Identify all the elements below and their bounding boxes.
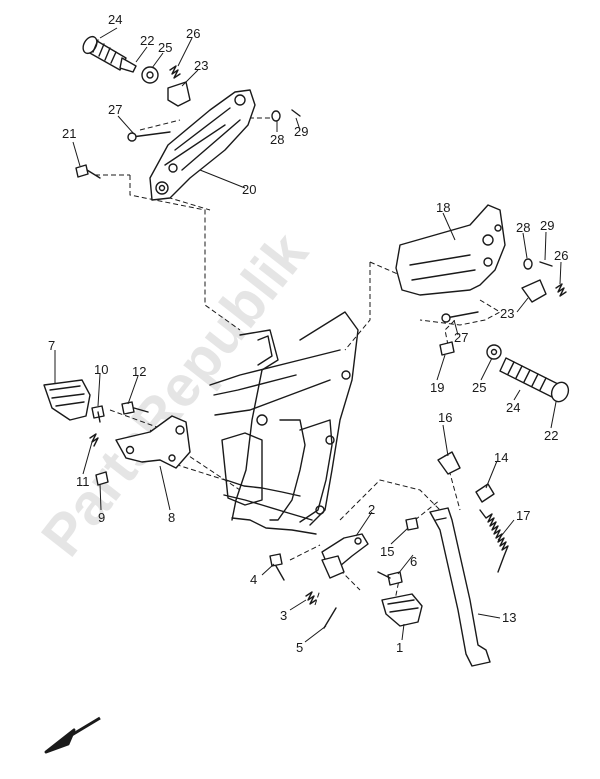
label-5: 5 — [296, 640, 303, 655]
holder-part — [321, 555, 345, 579]
right-bracket-assembly — [395, 204, 570, 403]
pin-5 — [323, 607, 337, 629]
label-13: 13 — [502, 610, 516, 625]
label-21: 21 — [62, 126, 76, 141]
label-12: 12 — [132, 364, 146, 379]
pin-27-right — [445, 311, 479, 319]
pin-27-left — [131, 131, 171, 138]
label-1: 1 — [396, 640, 403, 655]
label-28-right: 28 — [516, 220, 530, 235]
label-27-right: 27 — [454, 330, 468, 345]
bolt-4 — [269, 553, 283, 567]
sidestand-13 — [429, 507, 491, 667]
leader-lines — [54, 27, 562, 643]
label-29-right: 29 — [540, 218, 554, 233]
label-23-right: 23 — [500, 306, 514, 321]
label-18: 18 — [436, 200, 450, 215]
arrow-front-left-icon — [44, 716, 101, 754]
label-16: 16 — [438, 410, 452, 425]
label-27-left: 27 — [108, 102, 122, 117]
sidestand-assembly — [269, 451, 509, 667]
holder-23-right — [521, 279, 547, 303]
part-14 — [475, 483, 495, 503]
label-4: 4 — [250, 572, 257, 587]
callout-labels: 24 22 25 26 23 27 28 29 21 20 18 28 29 2… — [48, 12, 568, 655]
label-3: 3 — [280, 608, 287, 623]
label-28-left: 28 — [270, 132, 284, 147]
washer-25-right — [486, 344, 502, 360]
label-22-right: 22 — [544, 428, 558, 443]
left-front-footrest — [43, 379, 191, 486]
label-6: 6 — [410, 554, 417, 569]
label-15: 15 — [380, 544, 394, 559]
label-7: 7 — [48, 338, 55, 353]
label-2: 2 — [368, 502, 375, 517]
bracket-18-shape — [395, 204, 506, 296]
label-17: 17 — [516, 508, 530, 523]
label-14: 14 — [494, 450, 508, 465]
washer-25-left — [141, 66, 159, 84]
label-9: 9 — [98, 510, 105, 525]
washer-28-left — [271, 110, 281, 122]
label-24-left: 24 — [108, 12, 122, 27]
label-23-left: 23 — [194, 58, 208, 73]
bolt-6 — [387, 571, 403, 586]
pin-9 — [95, 471, 109, 486]
label-8: 8 — [168, 510, 175, 525]
frame-section — [209, 311, 359, 535]
spring-26-right — [555, 283, 567, 297]
bolt-16 — [437, 451, 461, 475]
label-24-right: 24 — [506, 400, 520, 415]
spring-17 — [479, 509, 509, 573]
cotter-29-left — [291, 109, 301, 117]
label-11: 11 — [76, 474, 90, 489]
holder-23-left — [167, 81, 191, 107]
label-20: 20 — [242, 182, 256, 197]
label-25-right: 25 — [472, 380, 486, 395]
footrest-7 — [43, 379, 91, 421]
spring-26-left — [169, 65, 181, 79]
washer-28-right — [523, 258, 533, 270]
left-bracket-assembly — [75, 35, 301, 201]
spring-3 — [305, 591, 317, 605]
bolt-19 — [439, 341, 455, 356]
label-26-right: 26 — [554, 248, 568, 263]
label-22-left: 22 — [140, 33, 154, 48]
bracket-20-shape — [149, 89, 256, 201]
bolt-21 — [75, 164, 89, 178]
label-19: 19 — [430, 380, 444, 395]
bolt-15 — [405, 517, 419, 531]
label-26-left: 26 — [186, 26, 200, 41]
cotter-29-right — [539, 261, 553, 267]
label-10: 10 — [94, 362, 108, 377]
label-25-left: 25 — [158, 40, 172, 55]
label-29-left: 29 — [294, 124, 308, 139]
